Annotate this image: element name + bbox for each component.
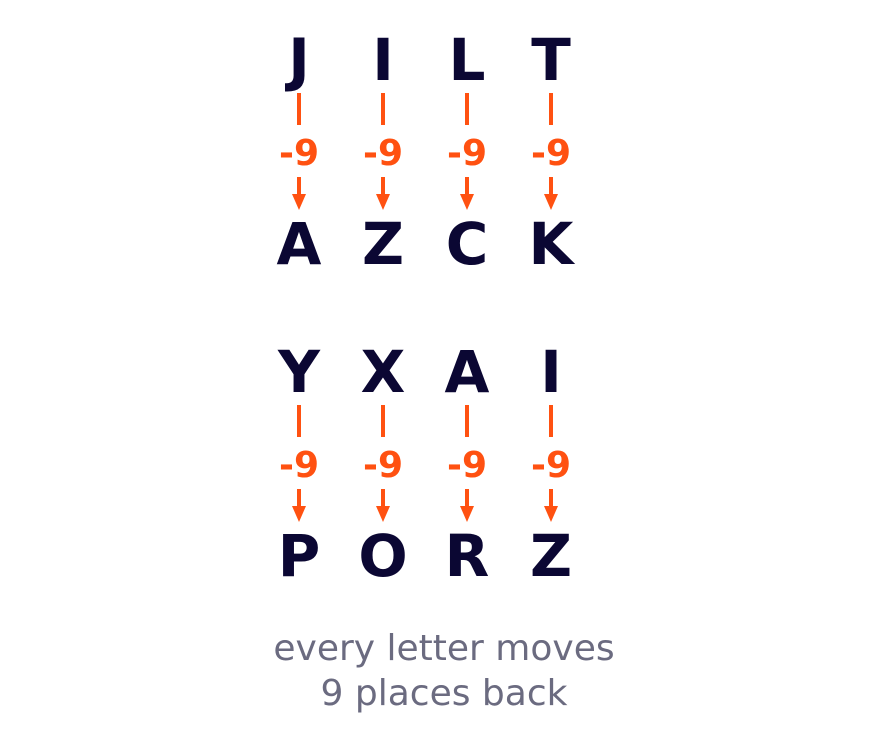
arrow-down-icon: [292, 194, 306, 210]
shift-label: -9: [279, 445, 319, 486]
cipher-letter: A: [277, 210, 322, 278]
arrow-down-icon: [460, 506, 474, 522]
cipher-letter: C: [446, 210, 489, 278]
letter-group-2: Y -9P X -9O A -9R I -9Z: [277, 338, 572, 590]
letter-column: I -9Z: [362, 26, 404, 278]
plain-letter: I: [540, 338, 562, 406]
letter-column: X -9O: [358, 338, 407, 590]
letter-column: L -9C: [446, 26, 489, 278]
shift-label: -9: [447, 445, 487, 486]
shift-label: -9: [531, 445, 571, 486]
letter-column: Y -9P: [277, 338, 321, 590]
plain-letter: X: [361, 338, 406, 406]
cipher-letter: Z: [362, 210, 404, 278]
shift-label: -9: [531, 133, 571, 174]
arrow-down-icon: [544, 506, 558, 522]
shift-label: -9: [363, 133, 403, 174]
arrow-down-icon: [460, 194, 474, 210]
arrow-down-icon: [376, 506, 390, 522]
letter-groups: J-9AI-9ZL-9CT-9KY-9PX-9OA-9RI-9Z: [277, 26, 576, 590]
caption-line-2: 9 places back: [321, 673, 568, 714]
cipher-letter: R: [445, 522, 490, 590]
arrow-down-icon: [544, 194, 558, 210]
caption-line-1: every letter moves: [273, 628, 614, 669]
letter-group-1: J -9A I -9Z L -9C T -9K: [277, 26, 576, 278]
arrow-down-icon: [376, 194, 390, 210]
cipher-letter: P: [278, 522, 321, 590]
letter-column: J -9A: [277, 26, 322, 278]
letter-column: I -9Z: [530, 338, 572, 590]
plain-letter: J: [284, 26, 310, 94]
shift-label: -9: [279, 133, 319, 174]
letter-column: A -9R: [445, 338, 490, 590]
plain-letter: Y: [277, 338, 321, 406]
letter-column: T -9K: [529, 26, 576, 278]
plain-letter: L: [449, 26, 486, 94]
plain-letter: I: [372, 26, 394, 94]
cipher-letter: O: [358, 522, 407, 590]
arrow-down-icon: [292, 506, 306, 522]
plain-letter: A: [445, 338, 490, 406]
shift-label: -9: [447, 133, 487, 174]
cipher-letter: Z: [530, 522, 572, 590]
shift-label: -9: [363, 445, 403, 486]
plain-letter: T: [531, 26, 571, 94]
cipher-letter: K: [529, 210, 576, 278]
